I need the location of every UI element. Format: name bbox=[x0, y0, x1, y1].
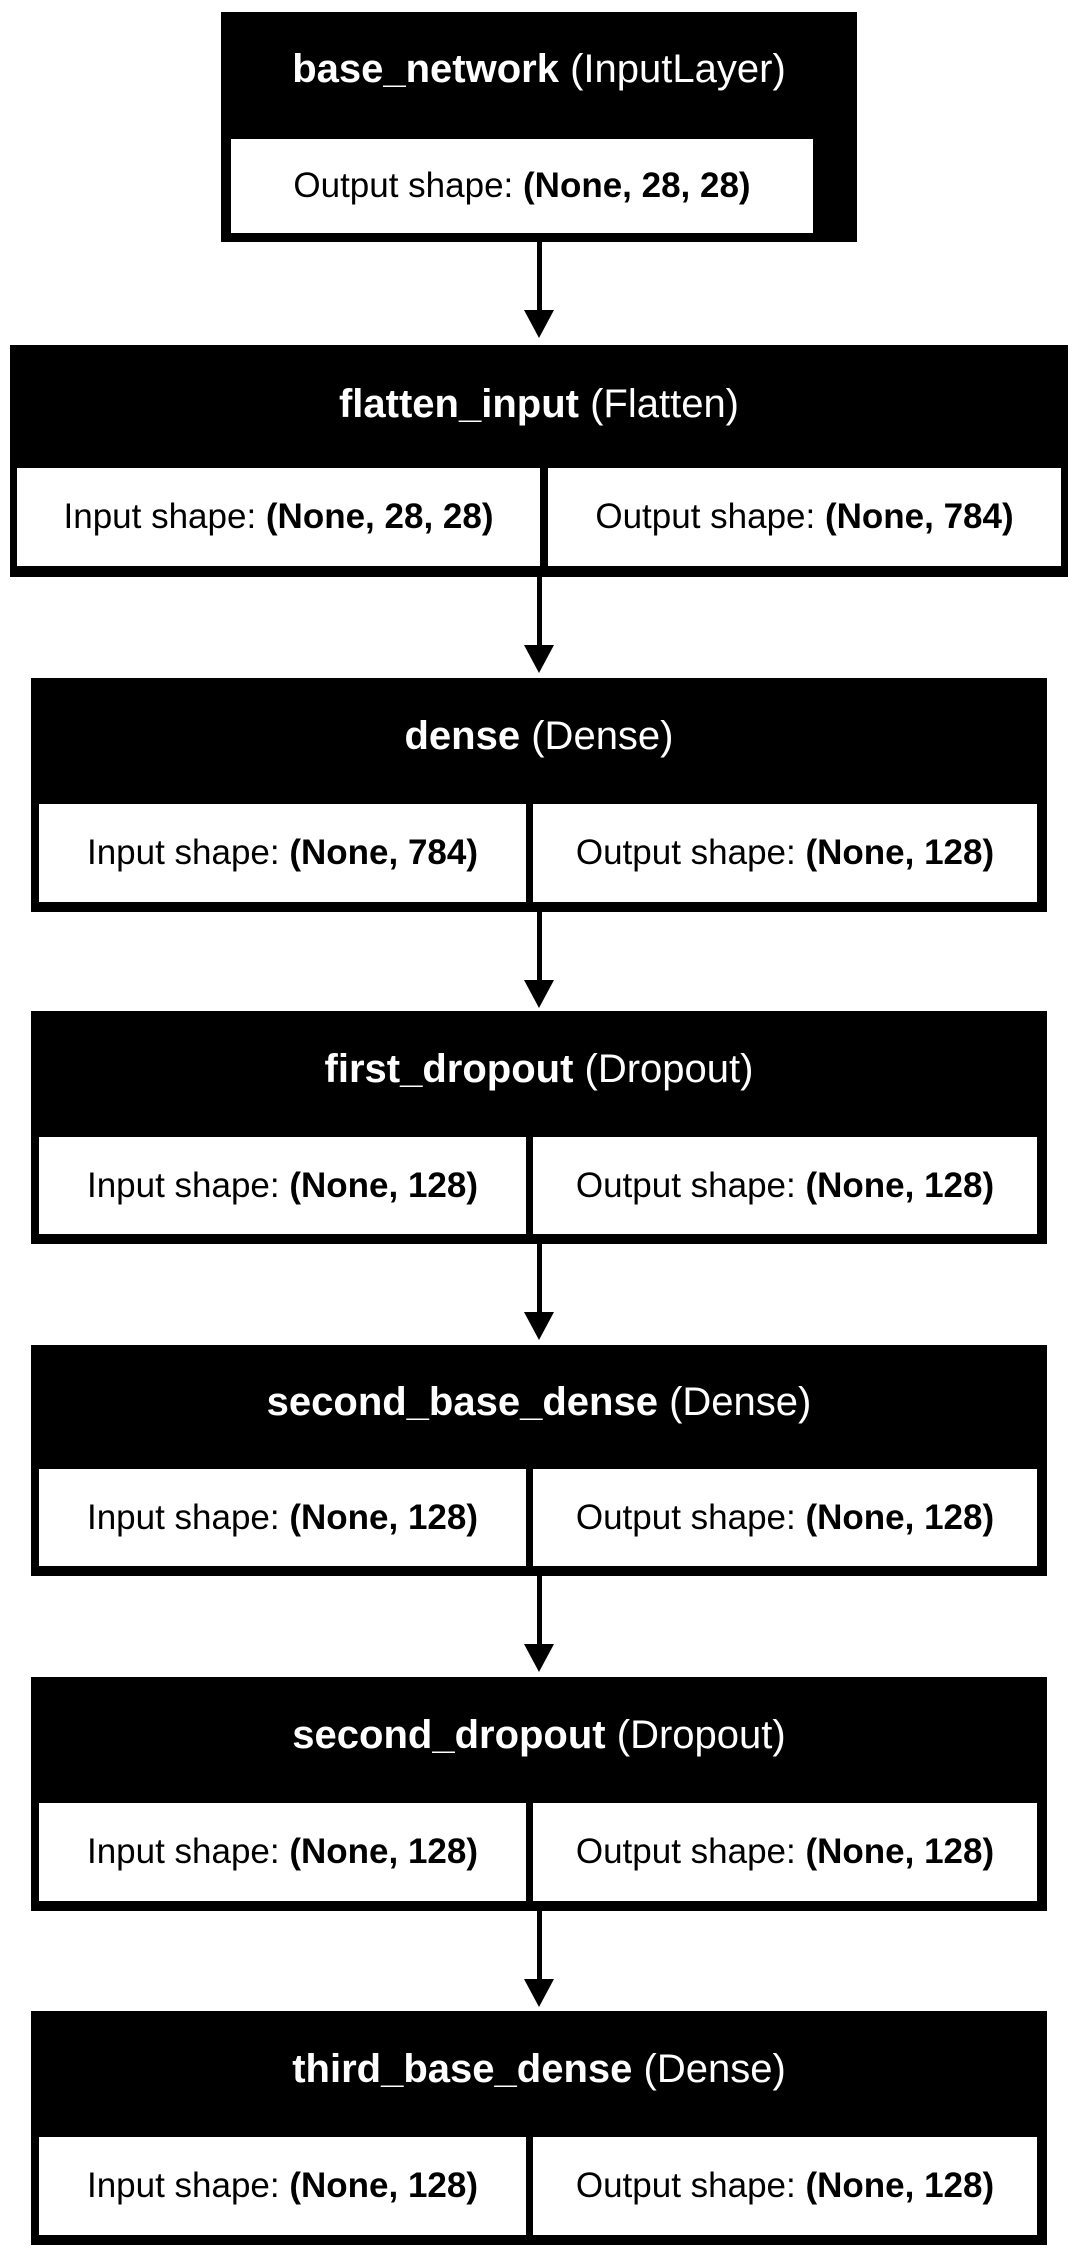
input-shape-cell: Input shape: (None, 128) bbox=[39, 1803, 526, 1901]
output-shape-value: (None, 128) bbox=[805, 1165, 995, 1205]
layer-name: dense bbox=[404, 713, 521, 758]
layer-type: (InputLayer) bbox=[570, 47, 786, 91]
layer-type: (Dropout) bbox=[616, 1712, 786, 1757]
input-shape-value: (None, 784) bbox=[289, 833, 479, 872]
output-shape-label: Output shape: bbox=[575, 1497, 796, 1537]
layer-header: first_dropout (Dropout) bbox=[31, 1011, 1047, 1127]
input-shape-cell: Input shape: (None, 28, 28) bbox=[17, 468, 540, 566]
output-shape-label: Output shape: bbox=[595, 497, 816, 536]
layer-header: base_network (InputLayer) bbox=[221, 12, 857, 127]
input-shape-cell: Input shape: (None, 128) bbox=[39, 2137, 526, 2235]
layer-name: second_base_dense bbox=[266, 1379, 658, 1424]
arrowhead bbox=[524, 645, 554, 673]
layer-name: first_dropout bbox=[324, 1046, 574, 1091]
input-shape-label: Input shape: bbox=[86, 1165, 280, 1205]
input-shape-value: (None, 128) bbox=[289, 1497, 479, 1537]
input-shape-value: (None, 128) bbox=[289, 2166, 479, 2205]
layer-box-dense: dense (Dense) Input shape: (None, 784) O… bbox=[31, 678, 1047, 912]
output-shape-cell: Output shape: (None, 128) bbox=[533, 2137, 1037, 2235]
output-shape-value: (None, 784) bbox=[824, 497, 1014, 536]
connector-line bbox=[537, 1576, 542, 1644]
input-shape-value: (None, 128) bbox=[289, 1165, 479, 1205]
layer-type: (Dropout) bbox=[584, 1046, 754, 1091]
output-shape-label: Output shape: bbox=[575, 1832, 796, 1871]
output-shape-cell: Output shape: (None, 128) bbox=[533, 1469, 1037, 1566]
output-shape-value: (None, 128) bbox=[805, 1832, 995, 1871]
input-shape-cell: Input shape: (None, 784) bbox=[39, 804, 526, 902]
input-shape-cell: Input shape: (None, 128) bbox=[39, 1137, 526, 1234]
input-shape-label: Input shape: bbox=[86, 2166, 280, 2205]
layer-name: third_base_dense bbox=[292, 2046, 633, 2091]
output-shape-value: (None, 28, 28) bbox=[523, 166, 751, 205]
layer-header: second_base_dense (Dense) bbox=[31, 1345, 1047, 1459]
layer-header: dense (Dense) bbox=[31, 678, 1047, 794]
layer-type: (Dense) bbox=[643, 2046, 786, 2091]
input-shape-label: Input shape: bbox=[86, 1497, 280, 1537]
output-shape-label: Output shape: bbox=[575, 2166, 796, 2205]
output-shape-value: (None, 128) bbox=[805, 2166, 995, 2205]
input-shape-label: Input shape: bbox=[63, 497, 257, 536]
layer-name: flatten_input bbox=[338, 381, 579, 426]
connector-line bbox=[537, 912, 542, 980]
input-shape-label: Input shape: bbox=[86, 833, 280, 872]
arrowhead bbox=[524, 310, 554, 338]
layer-box-base-network: base_network (InputLayer) Output shape: … bbox=[221, 12, 857, 242]
layer-type: (Dense) bbox=[531, 713, 674, 758]
input-shape-value: (None, 28, 28) bbox=[265, 497, 494, 536]
layer-name: base_network bbox=[292, 47, 559, 91]
output-shape-cell: Output shape: (None, 28, 28) bbox=[231, 139, 813, 233]
layer-name: second_dropout bbox=[292, 1712, 606, 1757]
input-shape-label: Input shape: bbox=[86, 1832, 280, 1871]
layer-header: third_base_dense (Dense) bbox=[31, 2011, 1047, 2127]
output-shape-cell: Output shape: (None, 128) bbox=[533, 1803, 1037, 1901]
layer-type: (Dense) bbox=[669, 1379, 812, 1424]
layer-box-first-dropout: first_dropout (Dropout) Input shape: (No… bbox=[31, 1011, 1047, 1244]
layer-box-second-dropout: second_dropout (Dropout) Input shape: (N… bbox=[31, 1677, 1047, 1911]
layer-header: second_dropout (Dropout) bbox=[31, 1677, 1047, 1793]
arrowhead bbox=[524, 1644, 554, 1672]
layer-box-flatten-input: flatten_input (Flatten) Input shape: (No… bbox=[10, 345, 1068, 577]
output-shape-label: Output shape: bbox=[575, 1165, 796, 1205]
connector-line bbox=[537, 1911, 542, 1979]
output-shape-value: (None, 128) bbox=[805, 833, 995, 872]
output-shape-cell: Output shape: (None, 784) bbox=[548, 468, 1061, 566]
arrowhead bbox=[524, 1312, 554, 1340]
arrowhead bbox=[524, 1979, 554, 2007]
output-shape-cell: Output shape: (None, 128) bbox=[533, 804, 1037, 902]
output-shape-cell: Output shape: (None, 128) bbox=[533, 1137, 1037, 1234]
output-shape-value: (None, 128) bbox=[805, 1497, 995, 1537]
input-shape-cell: Input shape: (None, 128) bbox=[39, 1469, 526, 1566]
arrowhead bbox=[524, 980, 554, 1008]
layer-type: (Flatten) bbox=[590, 381, 740, 426]
input-shape-value: (None, 128) bbox=[289, 1832, 479, 1871]
connector-line bbox=[537, 242, 542, 310]
connector-line bbox=[537, 577, 542, 645]
layer-box-second-base-dense: second_base_dense (Dense) Input shape: (… bbox=[31, 1345, 1047, 1576]
output-shape-label: Output shape: bbox=[575, 833, 796, 872]
layer-box-third-base-dense: third_base_dense (Dense) Input shape: (N… bbox=[31, 2011, 1047, 2245]
output-shape-label: Output shape: bbox=[293, 166, 514, 205]
connector-line bbox=[537, 1244, 542, 1312]
layer-header: flatten_input (Flatten) bbox=[10, 345, 1068, 463]
